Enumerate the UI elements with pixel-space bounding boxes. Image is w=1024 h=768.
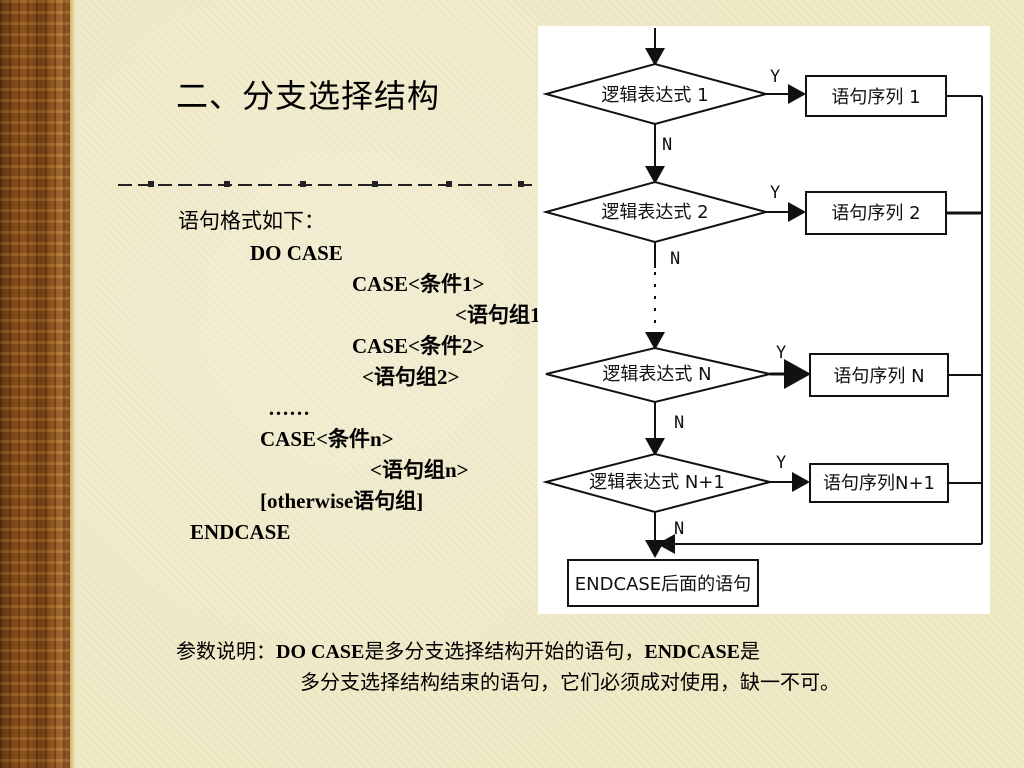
syntax-line-statements-1: <语句组1> xyxy=(455,303,553,327)
end-box-label: ENDCASE后面的语句 xyxy=(575,574,751,595)
param-label: 参数说明： xyxy=(176,641,276,663)
decision-2-label: 逻辑表达式 2 xyxy=(601,202,708,223)
syntax-line-statements-2: <语句组2> xyxy=(362,365,460,389)
no-label-n: N xyxy=(674,413,684,433)
slide-title: 二、分支选择结构 xyxy=(176,77,441,115)
flowchart-canvas: 逻辑表达式 1 Y 语句序列 1 N 逻辑表达式 2 Y 语句序列 2 N 逻辑… xyxy=(542,28,983,607)
statement-n-label: 语句序列 N xyxy=(833,366,924,387)
syntax-line-do-case: DO CASE xyxy=(250,241,343,265)
statement-n-box xyxy=(809,353,949,397)
syntax-line-ellipsis: …… xyxy=(268,396,310,420)
param-text-2: 是 xyxy=(739,641,760,663)
decision-n-plus-1-label: 逻辑表达式 N+1 xyxy=(589,472,725,493)
end-box xyxy=(567,559,759,607)
syntax-intro: 语句格式如下： xyxy=(178,209,325,233)
dashed-divider xyxy=(118,181,538,187)
yes-label-1: Y xyxy=(770,67,780,87)
syntax-line-endcase: ENDCASE xyxy=(190,520,291,544)
no-label-1: N xyxy=(662,135,672,155)
param-line-1: 参数说明：DO CASE是多分支选择结构开始的语句，ENDCASE是 xyxy=(176,639,760,665)
yes-label-2: Y xyxy=(770,183,780,203)
param-text-1: 是多分支选择结构开始的语句， xyxy=(364,641,645,663)
statement-n-plus-1-label: 语句序列N+1 xyxy=(823,473,935,494)
no-label-n-plus-1: N xyxy=(674,519,684,539)
flowchart: 逻辑表达式 1 Y 语句序列 1 N 逻辑表达式 2 Y 语句序列 2 N 逻辑… xyxy=(538,26,990,614)
param-line-2: 多分支选择结构结束的语句，它们必须成对使用，缺一不可。 xyxy=(300,672,840,694)
decision-n-label: 逻辑表达式 N xyxy=(602,364,711,385)
no-label-2: N xyxy=(670,249,680,269)
syntax-line-case-n: CASE<条件n> xyxy=(260,427,394,451)
decision-1-label: 逻辑表达式 1 xyxy=(601,85,708,106)
statement-2-label: 语句序列 2 xyxy=(831,203,920,224)
param-do-case: DO CASE xyxy=(276,641,365,663)
param-endcase: ENDCASE xyxy=(644,641,740,663)
statement-n-plus-1-box xyxy=(809,463,949,503)
syntax-line-case-2: CASE<条件2> xyxy=(352,334,485,358)
decorative-wood-border xyxy=(0,0,76,768)
yes-label-n: Y xyxy=(776,343,786,363)
syntax-line-case-1: CASE<条件1> xyxy=(352,272,485,296)
syntax-line-otherwise: [otherwise语句组] xyxy=(260,489,424,513)
statement-1-label: 语句序列 1 xyxy=(831,87,920,108)
yes-label-n-plus-1: Y xyxy=(776,453,786,473)
syntax-line-statements-n: <语句组n> xyxy=(370,458,469,482)
